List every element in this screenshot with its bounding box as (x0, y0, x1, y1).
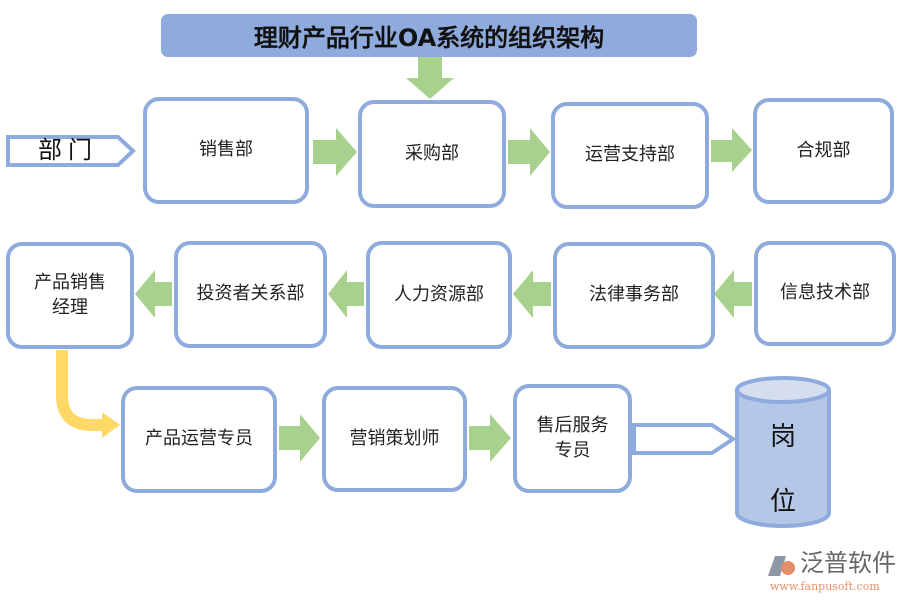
arrow-title-to-purchase (406, 57, 454, 99)
page-title: 理财产品行业OA系统的组织架构 (161, 14, 697, 57)
position-cylinder (735, 376, 831, 528)
arrow-legal-to-hr (513, 270, 551, 318)
arrow-opsspec-to-marketing (279, 414, 320, 462)
logo-url: www.fanpusoft.com (770, 580, 880, 593)
arrow-hr-to-ir (328, 270, 364, 318)
position-arrow-shape (632, 423, 737, 455)
dept-information-technology[interactable]: 信息技术部 (754, 241, 896, 346)
position-label-1: 岗 (770, 422, 797, 452)
curved-arrow-head (102, 412, 120, 438)
logo-icon (768, 556, 795, 576)
marketing-planner[interactable]: 营销策划师 (322, 386, 467, 492)
dept-sales[interactable]: 销售部 (143, 97, 309, 204)
dept-purchasing[interactable]: 采购部 (358, 100, 506, 208)
dept-compliance[interactable]: 合规部 (753, 98, 894, 204)
arrow-it-to-legal (714, 270, 752, 318)
product-sales-manager[interactable]: 产品销售经理 (6, 242, 134, 349)
department-label: 部门 (38, 136, 98, 164)
dept-operations-support[interactable]: 运营支持部 (551, 102, 709, 209)
arrow-sales-to-purchase (313, 128, 357, 176)
arrow-ir-to-manager (135, 270, 172, 318)
dept-investor-relations[interactable]: 投资者关系部 (174, 241, 327, 348)
dept-human-resources[interactable]: 人力资源部 (366, 241, 512, 349)
after-sales-specialist[interactable]: 售后服务专员 (513, 384, 632, 493)
arrow-marketing-to-aftersales (469, 414, 511, 462)
department-arrow-shape (6, 135, 136, 167)
curved-arrow-manager-to-ops-specialist (56, 350, 104, 431)
product-operations-specialist[interactable]: 产品运营专员 (121, 386, 277, 493)
position-label-2: 位 (770, 487, 797, 517)
dept-legal-affairs[interactable]: 法律事务部 (553, 242, 715, 349)
arrow-purchase-to-ops (508, 128, 550, 176)
logo-text: 泛普软件 (800, 549, 896, 577)
arrow-ops-to-compliance (711, 128, 752, 172)
